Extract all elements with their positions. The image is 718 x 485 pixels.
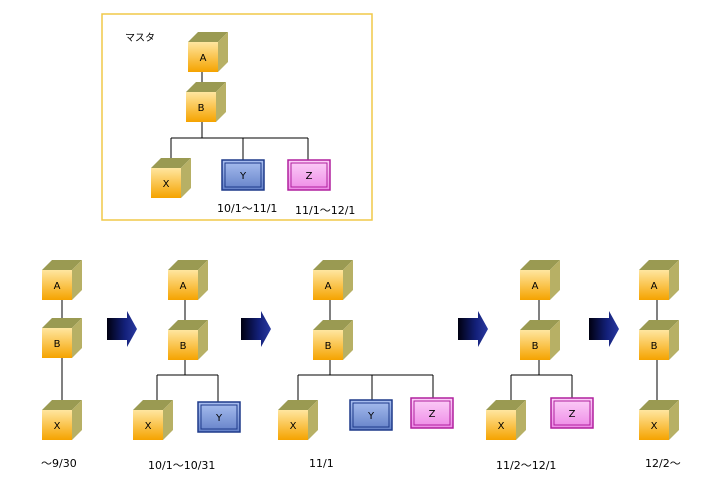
node-label: A (532, 281, 539, 292)
stage-4-label: 11/2～12/1 (496, 459, 557, 472)
node-label: Z (569, 409, 576, 420)
stage-2-cube-a: A (168, 260, 208, 300)
master-box-y: Y (221, 159, 265, 191)
node-label: Y (215, 413, 223, 424)
node-label: Y (367, 411, 375, 422)
stage-2-cube-b: B (168, 320, 208, 360)
stage-4-cube-x: X (486, 400, 526, 440)
node-label: X (163, 179, 170, 190)
transition-arrow-4 (589, 311, 619, 347)
node-label: A (200, 53, 207, 64)
stage-5-cube-b: B (639, 320, 679, 360)
master-box-z: Z (287, 159, 331, 191)
stage-2-box-y: Y (197, 401, 241, 433)
node-label: Z (306, 171, 313, 182)
stage-3-cube-x: X (278, 400, 318, 440)
master-cube-x: X (151, 158, 191, 198)
y-period-label: 10/1～11/1 (217, 202, 278, 215)
stage-5-cube-a: A (639, 260, 679, 300)
node-label: X (145, 421, 152, 432)
node-label: X (651, 421, 658, 432)
stage-3-box-y: Y (349, 399, 393, 431)
node-label: A (54, 281, 61, 292)
node-label: A (325, 281, 332, 292)
stage-3-label: 11/1 (309, 457, 334, 470)
connectors (61, 72, 658, 402)
stage-4-cube-b: B (520, 320, 560, 360)
node-label: B (532, 341, 539, 352)
node-label: X (498, 421, 505, 432)
transition-arrow-1 (107, 311, 137, 347)
master-title: マスタ (125, 33, 155, 44)
node-label: B (651, 341, 658, 352)
node-label: B (198, 103, 205, 114)
node-label: B (54, 339, 61, 350)
stage-1-label: ～9/30 (41, 457, 77, 470)
node-label: A (180, 281, 187, 292)
node-label: A (651, 281, 658, 292)
stage-2-label: 10/1～10/31 (148, 459, 216, 472)
stage-4-box-z: Z (550, 397, 594, 429)
node-label: X (54, 421, 61, 432)
stage-3-cube-a: A (313, 260, 353, 300)
stage-3-box-z: Z (410, 397, 454, 429)
transition-arrow-2 (241, 311, 271, 347)
stage-1-cube-x: X (42, 400, 82, 440)
stage-5-label: 12/2～ (645, 457, 681, 470)
stage-3-cube-b: B (313, 320, 353, 360)
master-frame (101, 13, 373, 221)
node-label: B (325, 341, 332, 352)
stage-1-cube-b: B (42, 318, 82, 358)
stage-4-cube-a: A (520, 260, 560, 300)
master-cube-b: B (186, 82, 226, 122)
stage-2-cube-x: X (133, 400, 173, 440)
stage-1-cube-a: A (42, 260, 82, 300)
node-label: Y (239, 171, 247, 182)
z-period-label: 11/1～12/1 (295, 204, 356, 217)
transition-arrow-3 (458, 311, 488, 347)
node-label: X (290, 421, 297, 432)
node-label: Z (429, 409, 436, 420)
node-label: B (180, 341, 187, 352)
master-cube-a: A (188, 32, 228, 72)
stage-5-cube-x: X (639, 400, 679, 440)
